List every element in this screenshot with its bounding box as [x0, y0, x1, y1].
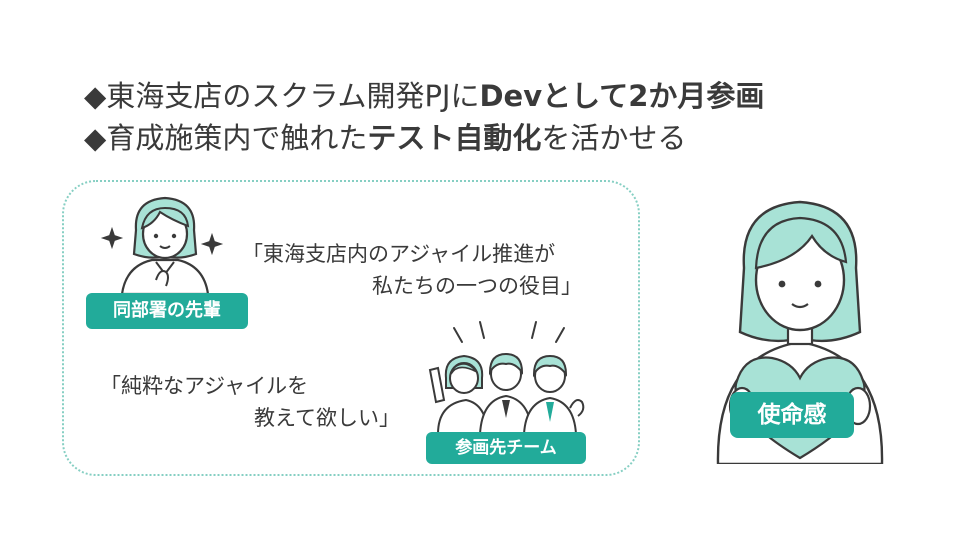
- bullet-emphasis: テスト自動化: [367, 121, 542, 155]
- woman-senior-icon: [100, 196, 224, 294]
- sparkle-icon: [100, 226, 224, 256]
- team-quote-line1: 「純粋なアジャイルを: [100, 374, 309, 398]
- bullet-text: 育成施策内で触れた: [106, 121, 368, 155]
- bullet-emphasis: Devとして2か月参画: [479, 79, 765, 113]
- bullet-test-automation: ◆育成施策内で触れたテスト自動化を活かせる: [84, 118, 686, 158]
- senior-quote-line2: 私たちの一つの役目」: [372, 274, 582, 298]
- mission-label-tag: 使命感: [730, 392, 854, 438]
- team-cheering-icon: [428, 321, 585, 434]
- bullet-marker: ◆: [84, 121, 107, 155]
- bullet-text: 東海支店のスクラム開発PJに: [106, 79, 480, 113]
- team-label-tag: 参画先チーム: [426, 432, 586, 464]
- senior-quote-line1: 「東海支店内のアジャイル推進が: [242, 242, 556, 266]
- team-quote-line2: 教えて欲しい」: [254, 406, 400, 430]
- senior-label-tag: 同部署の先輩: [86, 293, 248, 329]
- bullet-marker: ◆: [84, 79, 107, 113]
- voices-frame: [62, 180, 640, 476]
- bullet-text-rest: を活かせる: [541, 121, 687, 155]
- bullet-dev-participation: ◆東海支店のスクラム開発PJにDevとして2か月参画: [84, 76, 764, 116]
